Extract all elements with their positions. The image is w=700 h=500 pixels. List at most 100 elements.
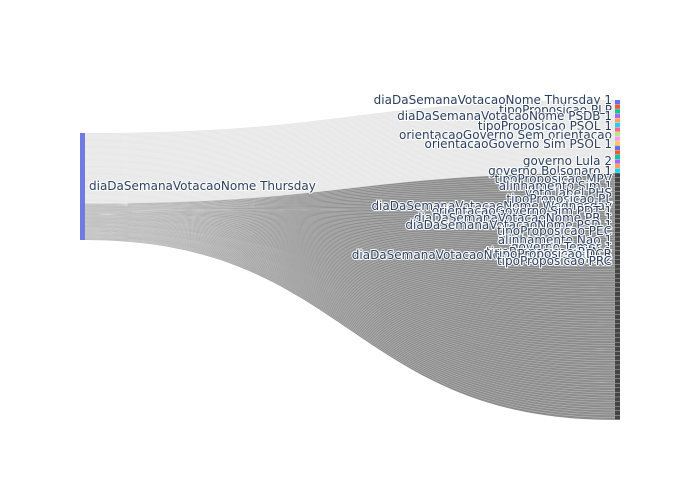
target-node[interactable]: [615, 109, 620, 114]
target-node[interactable]: [615, 415, 620, 420]
target-node[interactable]: [615, 168, 620, 173]
target-node[interactable]: [615, 209, 620, 214]
target-node[interactable]: [615, 150, 620, 155]
target-node-label: tipoProposicao PL: [506, 192, 612, 206]
target-node[interactable]: [615, 378, 620, 384]
target-node[interactable]: [615, 406, 620, 411]
target-node[interactable]: [615, 164, 620, 169]
target-node[interactable]: [615, 346, 620, 352]
target-node[interactable]: [615, 319, 620, 324]
target-node-label: diaDaSemanaVotacaoNome governo Lula 1: [352, 248, 612, 262]
target-node[interactable]: [615, 269, 620, 274]
target-node[interactable]: [615, 100, 620, 105]
target-node[interactable]: [615, 113, 620, 118]
target-node-label: diaDaSemanaVotacaoNome PR 1: [414, 211, 612, 225]
target-node-label: tipoProposicao PLP: [499, 103, 612, 117]
links-lower-group: [84, 172, 616, 421]
target-node[interactable]: [615, 296, 620, 301]
source-node[interactable]: [80, 133, 85, 240]
target-node[interactable]: [615, 282, 620, 288]
target-node-label: tipoProposicao PEC: [497, 224, 612, 238]
target-node[interactable]: [615, 228, 620, 233]
target-node[interactable]: [615, 287, 620, 292]
target-node[interactable]: [615, 191, 620, 196]
target-node[interactable]: [615, 264, 620, 269]
target-node[interactable]: [615, 397, 620, 402]
target-node[interactable]: [615, 369, 620, 374]
links-upper-group: [84, 99, 616, 204]
target-node[interactable]: [615, 342, 620, 347]
target-node[interactable]: [615, 122, 620, 128]
target-node-label: alinhamento Nao 1: [498, 233, 612, 247]
target-node-label: orientacaoGoverno Sim PDT 1: [432, 204, 612, 218]
target-node[interactable]: [615, 218, 620, 224]
target-node-label: governo Bolsonaro 1: [488, 164, 612, 178]
target-node-label: alinhamento Sim 2: [499, 252, 612, 266]
target-node[interactable]: [615, 310, 620, 315]
target-node[interactable]: [615, 278, 620, 283]
target-node-label: diaDaSemanaVotacaoNome Thursday 1: [374, 93, 612, 107]
target-node-label: diaDaSemanaVotacaoNome Wednesday: [371, 199, 612, 213]
target-node[interactable]: [615, 401, 620, 406]
target-node[interactable]: [615, 223, 620, 228]
target-node[interactable]: [615, 186, 620, 192]
target-node[interactable]: [615, 177, 620, 182]
target-node[interactable]: [615, 182, 620, 187]
target-node[interactable]: [615, 260, 620, 265]
target-nodes: [615, 100, 620, 420]
target-node-label: orientacaoGoverno Sim PSOL 1: [425, 137, 612, 151]
target-node[interactable]: [615, 337, 620, 342]
target-node-label: voto label PHS: [525, 186, 612, 200]
target-node[interactable]: [615, 273, 620, 278]
target-node[interactable]: [615, 159, 620, 164]
target-node[interactable]: [615, 383, 620, 388]
target-node[interactable]: [615, 250, 620, 256]
target-node[interactable]: [615, 333, 620, 338]
target-node[interactable]: [615, 196, 620, 201]
target-node[interactable]: [615, 118, 620, 123]
target-node[interactable]: [615, 237, 620, 242]
target-node[interactable]: [615, 351, 620, 356]
target-node[interactable]: [615, 388, 620, 393]
target-node[interactable]: [615, 205, 620, 210]
target-node[interactable]: [615, 314, 620, 320]
target-node[interactable]: [615, 241, 620, 246]
sankey-link[interactable]: [84, 239, 616, 421]
target-node[interactable]: [615, 145, 620, 150]
target-node[interactable]: [615, 305, 620, 310]
target-node[interactable]: [615, 232, 620, 237]
target-node-label: tipoProposicao MPV: [495, 172, 613, 186]
target-node-label: tipoProposicao PLN 1: [486, 245, 612, 259]
target-node[interactable]: [615, 356, 620, 361]
target-node[interactable]: [615, 104, 620, 109]
target-node[interactable]: [615, 200, 620, 205]
target-node-label: diaDaSemanaVotacaoNome PSDB 1: [397, 109, 612, 123]
target-node[interactable]: [615, 127, 620, 132]
target-node-label: tipoProposicao PRC: [497, 254, 612, 268]
target-node[interactable]: [615, 246, 620, 251]
target-node[interactable]: [615, 141, 620, 146]
target-node[interactable]: [615, 324, 620, 329]
target-node-label: governo Lula 2: [523, 154, 612, 168]
target-node-label: governo Temer 1: [511, 240, 612, 254]
target-node[interactable]: [615, 374, 620, 379]
target-node[interactable]: [615, 360, 620, 365]
target-node[interactable]: [615, 410, 620, 416]
target-node[interactable]: [615, 292, 620, 297]
target-node-label: tipoProposicao DCR: [494, 247, 612, 261]
target-node[interactable]: [615, 154, 620, 160]
target-node[interactable]: [615, 255, 620, 260]
target-node[interactable]: [615, 214, 620, 219]
target-node[interactable]: [615, 132, 620, 137]
target-node[interactable]: [615, 173, 620, 178]
target-node[interactable]: [615, 301, 620, 306]
source-node-label: diaDaSemanaVotacaoNome Thursday: [89, 179, 316, 193]
target-labels: diaDaSemanaVotacaoNome Thursday 1tipoPro…: [351, 92, 614, 269]
target-node-label: orientacaoGoverno Sem orientacao: [399, 128, 612, 142]
target-node[interactable]: [615, 328, 620, 333]
target-node-label: tipoProposicao PSOL 1: [478, 119, 612, 133]
target-node[interactable]: [615, 392, 620, 397]
target-node[interactable]: [615, 136, 620, 141]
target-node-label: diaDaSemanaVotacaoNome PSD 1: [405, 218, 612, 232]
target-node[interactable]: [615, 365, 620, 370]
